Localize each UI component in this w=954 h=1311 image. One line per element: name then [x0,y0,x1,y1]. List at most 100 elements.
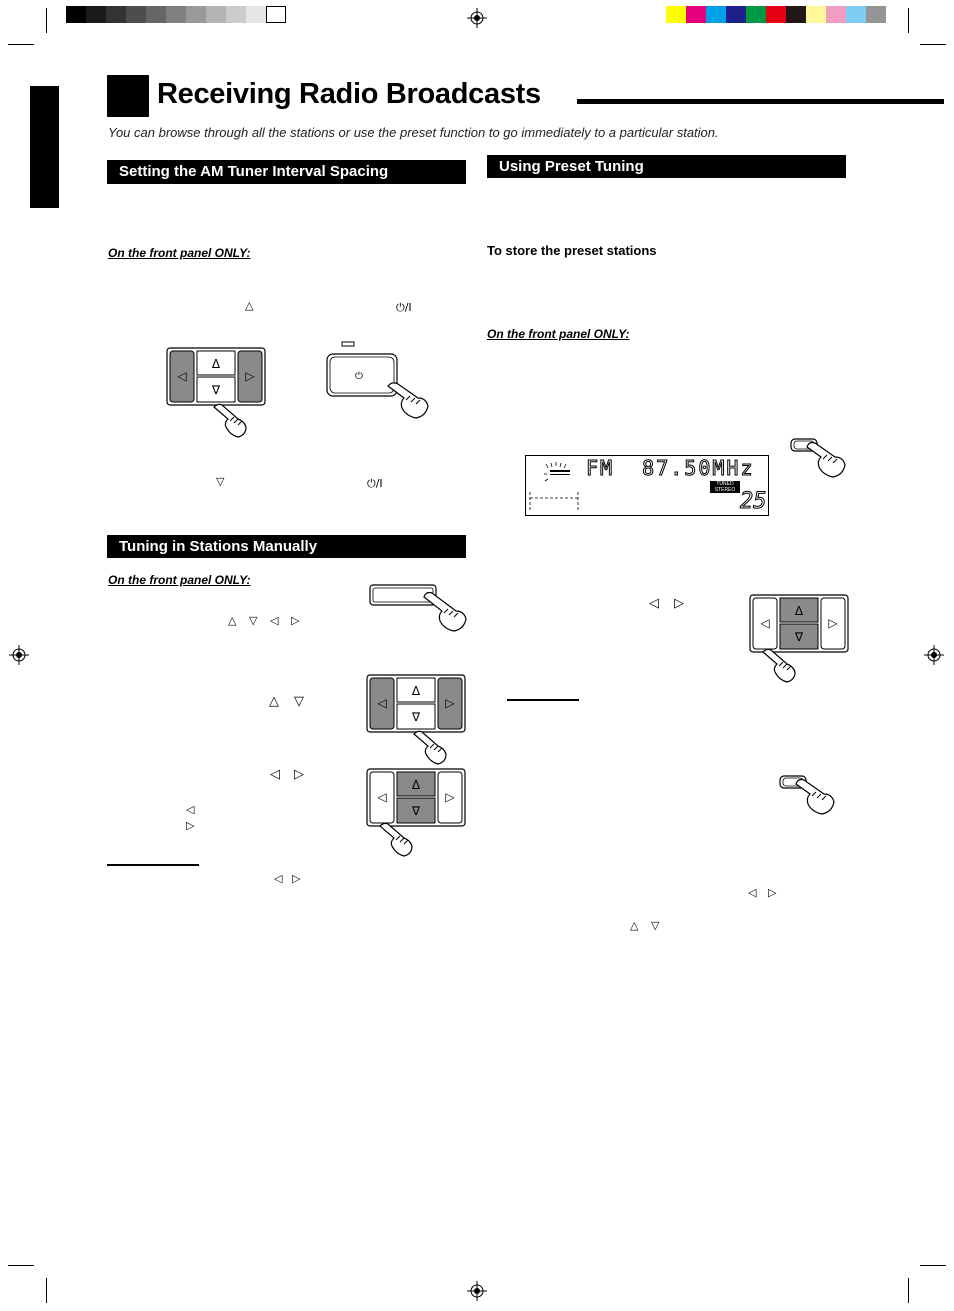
down-glyph: ▽ [249,614,258,627]
left-glyph: ◁ [649,596,659,611]
cursor-pad-illustration: ◁ ▷ Δ ∇ [749,594,849,653]
title-marker [107,75,149,117]
front-panel-note: On the front panel ONLY: [487,327,630,341]
svg-text:Δ: Δ [795,604,804,618]
left-glyph: ◁ [186,803,195,816]
right-glyph: ▷ [292,872,301,885]
pointing-hand-icon [379,822,413,857]
down-glyph: ▽ [216,475,225,488]
color-swatch [826,6,846,23]
right-glyph: ▷ [674,596,684,611]
svg-text:Δ: Δ [412,778,421,792]
up-glyph: △ [269,694,279,709]
cursor-pad-illustration: ◁ ▷ Δ ∇ [366,768,466,827]
registration-mark-icon [467,8,487,28]
cursor-pad-illustration: ◁ ▷ Δ ∇ [166,347,266,406]
color-swatch [686,6,706,23]
svg-text:◁: ◁ [759,616,769,630]
svg-text:▷: ▷ [828,616,838,630]
crop-mark [8,44,34,45]
registration-mark-icon [9,645,29,665]
svg-text:◁: ◁ [376,790,386,804]
section-heading-manual-tuning: Tuning in Stations Manually [107,535,466,558]
memory-button-illustration [790,438,846,478]
section-heading-am-spacing: Setting the AM Tuner Interval Spacing [107,160,466,184]
crop-mark [920,44,946,45]
tuner-display: FM 87.50MHz TUNED STEREO 25 [525,455,769,516]
color-swatch [806,6,826,23]
notes-rule [107,864,199,866]
gray-swatch [86,6,106,23]
power-button-illustration: ⏻ [326,341,398,397]
crop-mark [46,8,47,33]
svg-text:Δ: Δ [212,357,221,371]
gray-swatch [106,6,126,23]
up-glyph: △ [245,299,254,312]
svg-text:Δ: Δ [412,684,421,698]
preset-number: 25 [740,489,767,515]
color-swatch [866,6,886,23]
crop-mark [908,1278,909,1303]
right-glyph: ▷ [768,886,777,899]
left-glyph: ◁ [270,614,279,627]
up-glyph: △ [630,919,639,932]
gray-swatch [166,6,186,23]
svg-text:∇: ∇ [211,383,221,397]
color-swatch [706,6,726,23]
down-glyph: ▽ [294,694,304,709]
color-swatch [846,6,866,23]
crop-mark [908,8,909,33]
svg-text:▷: ▷ [445,696,455,710]
page-title: Receiving Radio Broadcasts [157,78,541,110]
left-glyph: ◁ [274,872,283,885]
svg-text:⏻: ⏻ [355,371,363,382]
language-tab [30,86,59,208]
color-swatch [726,6,746,23]
gray-swatch [66,6,86,23]
frequency-readout: FM 87.50MHz [586,456,755,481]
fm-am-button-illustration [369,584,467,632]
pointing-hand-icon [413,730,447,765]
svg-text:▷: ▷ [245,369,255,383]
pointing-hand-icon [213,403,247,438]
right-glyph: ▷ [294,767,304,782]
pointing-hand-icon [387,382,429,419]
notes-rule [507,699,579,701]
gray-swatch [206,6,226,23]
svg-text:∇: ∇ [411,804,421,818]
registration-mark-icon [467,1281,487,1301]
memory-indicator-icon [544,462,570,482]
crop-mark [46,1278,47,1303]
crop-mark [920,1265,946,1266]
registration-mark-icon [924,645,944,665]
power-glyph: ⏻/I [367,477,383,490]
svg-text:∇: ∇ [794,630,804,644]
gray-swatch [226,6,246,23]
memory-button-illustration [779,775,835,815]
left-glyph: ◁ [270,767,280,782]
gray-swatch [146,6,166,23]
pointing-hand-icon [762,648,796,683]
gray-swatch [266,6,286,23]
down-glyph: ▽ [651,919,660,932]
front-panel-note: On the front panel ONLY: [108,573,251,587]
gray-swatch [126,6,146,23]
level-meter-icon [529,492,579,510]
svg-text:◁: ◁ [376,696,386,710]
title-rule [577,99,944,104]
store-preset-label: To store the preset stations [487,243,657,258]
color-swatch [666,6,686,23]
right-glyph: ▷ [291,614,300,627]
right-glyph: ▷ [186,819,195,832]
color-swatch [746,6,766,23]
power-glyph: ⏻/I [396,301,412,314]
svg-text:◁: ◁ [176,369,186,383]
gray-swatch [186,6,206,23]
color-swatch [786,6,806,23]
color-swatch [766,6,786,23]
front-panel-note: On the front panel ONLY: [108,246,251,260]
gray-swatch [246,6,266,23]
page-subtitle: You can browse through all the stations … [108,125,719,140]
cursor-pad-illustration: ◁ ▷ Δ ∇ [366,674,466,733]
up-glyph: △ [228,614,237,627]
